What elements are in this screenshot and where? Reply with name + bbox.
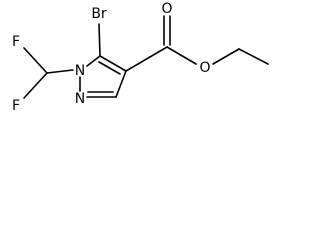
- atom-nitrogen-1: N: [75, 63, 85, 79]
- bond-c5-c4-inner: [98, 61, 121, 75]
- atom-fluorine-lower: F: [12, 98, 20, 114]
- bond-c4-c3: [115, 70, 127, 98]
- bond-c5-br: [98, 23, 101, 57]
- atom-carbonyl-oxygen: O: [161, 1, 172, 17]
- bond-n1-chf2: [46, 69, 74, 74]
- bond-chf2-f-lower: [23, 72, 48, 99]
- bond-chf2-f-upper: [23, 47, 48, 74]
- bond-o-ethyl: [212, 48, 240, 65]
- chemical-structure: Br F F N N O O: [12, 1, 269, 114]
- bond-c5-c4: [99, 55, 127, 72]
- bond-carbonyl-o-single: [166, 46, 197, 65]
- atom-nitrogen-2: N: [75, 91, 85, 107]
- atom-bromine: Br: [91, 6, 107, 22]
- bond-c4-carbonyl: [125, 46, 168, 72]
- bond-ethyl-ch3: [238, 48, 269, 65]
- atom-fluorine-upper: F: [12, 34, 20, 50]
- atom-ester-oxygen: O: [199, 60, 210, 76]
- bond-n1-c5: [86, 55, 101, 67]
